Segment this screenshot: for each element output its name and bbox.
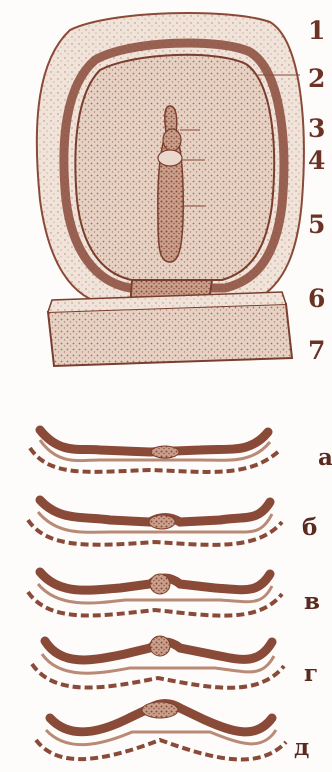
page-number: 70: [0, 368, 2, 392]
stage-label-a: а: [318, 446, 332, 469]
callout-3: 3: [308, 116, 325, 141]
callout-5: 5: [308, 212, 325, 237]
stage-label-g: г: [304, 662, 318, 685]
callout-6: 6: [308, 286, 325, 311]
stage-v-section: [28, 572, 282, 616]
callout-7: 7: [308, 338, 325, 363]
callout-2: 2: [308, 66, 325, 91]
stage-label-b: б: [302, 516, 317, 539]
stage-a-section: [30, 430, 280, 472]
stage-g-section: [32, 636, 284, 688]
base-block: [48, 304, 292, 366]
stage-d-section: [36, 702, 286, 759]
stage-label-d: д: [294, 736, 309, 759]
stage-label-v: в: [304, 590, 320, 613]
callout-4: 4: [308, 148, 325, 173]
stage-b-section: [28, 500, 282, 545]
callout-1: 1: [308, 18, 325, 43]
